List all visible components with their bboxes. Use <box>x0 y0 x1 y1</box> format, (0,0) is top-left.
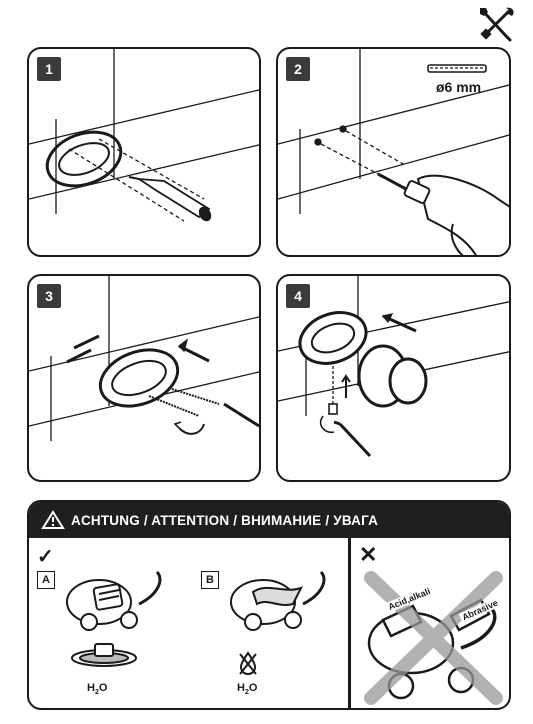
step-2-panel: 2 ø6 mm <box>276 47 511 257</box>
drill-size-label: ø6 mm <box>436 79 482 95</box>
step-3-panel: 3 <box>27 274 261 482</box>
step-1-badge: 1 <box>37 57 61 81</box>
option-a-label: A <box>37 571 55 589</box>
water-label-a: H2O <box>87 682 108 697</box>
step-2-illustration <box>278 49 509 255</box>
step-3-badge: 3 <box>37 284 61 308</box>
step-4-panel: 4 <box>276 274 511 482</box>
warning-title: ACHTUNG / ATTENTION / ВНИМАНИЕ / УВАГА <box>71 512 379 528</box>
step-4-badge: 4 <box>286 284 310 308</box>
warning-header: ACHTUNG / ATTENTION / ВНИМАНИЕ / УВАГА <box>29 502 509 538</box>
tools-icon <box>480 7 514 42</box>
option-a-illustration <box>66 570 162 631</box>
warning-triangle-icon <box>41 510 65 529</box>
ok-checkmark: ✓ <box>37 546 54 568</box>
step-3-illustration <box>29 276 259 441</box>
step-1-panel: 1 <box>27 47 261 257</box>
option-b-label: B <box>201 571 219 589</box>
warning-divider <box>348 538 351 708</box>
warning-section: ACHTUNG / ATTENTION / ВНИМАНИЕ / УВАГА ✓… <box>27 500 511 710</box>
water-label-b: H2O <box>237 682 258 697</box>
not-ok-cross: ✕ <box>359 542 378 567</box>
sponge-water-icon <box>71 643 137 667</box>
step-1-illustration <box>29 49 259 222</box>
step-4-illustration <box>278 276 509 458</box>
no-water-icon <box>239 651 257 676</box>
option-b-illustration <box>230 570 326 631</box>
step-2-badge: 2 <box>286 57 310 81</box>
